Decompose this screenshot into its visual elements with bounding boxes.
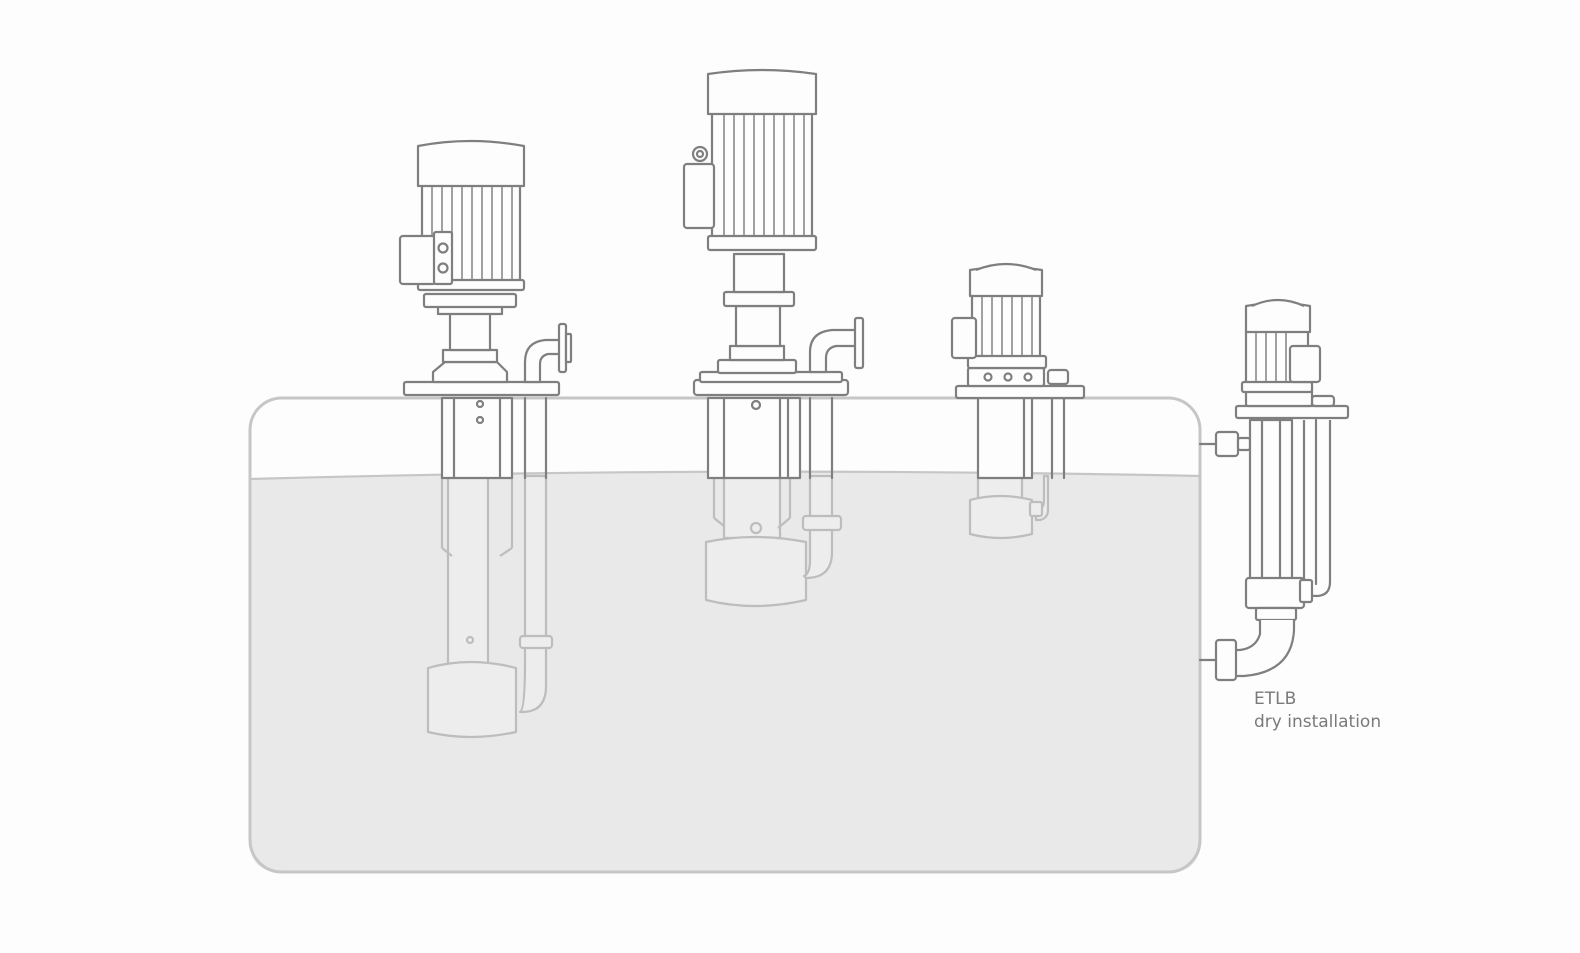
pump-4-label: ETLB dry installation <box>1254 688 1381 734</box>
pump-1 <box>398 139 573 739</box>
pump-4-label-installation: dry installation <box>1254 712 1382 732</box>
pump-2-submerged-parts <box>704 474 843 608</box>
pump-3-submerged-parts <box>968 474 1050 540</box>
pump-1-submerged-parts <box>426 474 554 739</box>
pump-3 <box>950 262 1086 540</box>
pump-2 <box>682 68 865 608</box>
pump-4-etlb <box>1198 298 1350 682</box>
pump-4-label-model: ETLB <box>1254 689 1297 709</box>
